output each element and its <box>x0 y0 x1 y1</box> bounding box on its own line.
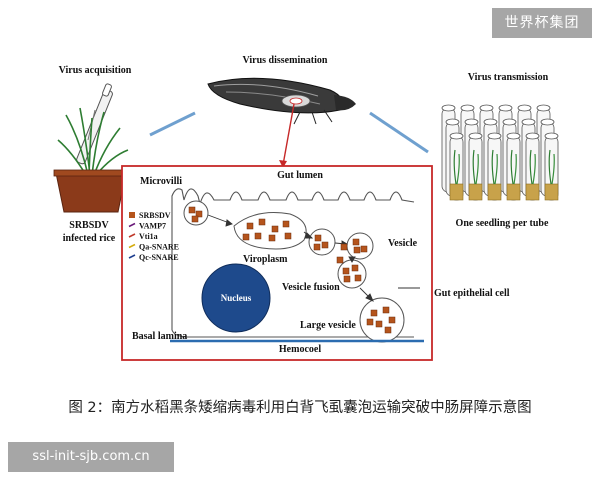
legend-label: VAMP7 <box>139 222 166 231</box>
figure-caption: 图 2：南方水稻黑条矮缩病毒利用白背飞虱囊泡运输突破中肠屏障示意图 <box>0 396 600 417</box>
planthopper-icon <box>208 78 356 124</box>
virion-icon <box>269 235 275 241</box>
virion-icon <box>343 268 349 274</box>
virion-icon <box>247 223 253 229</box>
virion-icon <box>352 265 358 271</box>
virion-icon <box>385 327 391 333</box>
seedling-tube-icon <box>507 133 520 200</box>
large-vesicle-label: Large vesicle <box>300 320 356 331</box>
nucleus-label: Nucleus <box>221 293 252 303</box>
virion-icon <box>344 276 350 282</box>
seedling-tube-icon <box>469 133 482 200</box>
virion-icon <box>322 242 328 248</box>
virion-icon <box>376 321 382 327</box>
seedling-tube-icon <box>450 133 463 200</box>
virion-icon <box>337 257 343 263</box>
seedling-tube-icon <box>526 133 539 200</box>
virion-icon <box>315 235 321 241</box>
seedling-tube-icon <box>488 133 501 200</box>
large-vesicle <box>360 298 404 342</box>
vesicle-label: Vesicle <box>388 238 418 249</box>
virion-icon <box>355 275 361 281</box>
legend-virion-icon <box>129 212 135 218</box>
basal-lamina-label: Basal lamina <box>132 331 187 342</box>
site-url-badge: ssl-init-sjb.com.cn <box>8 442 174 472</box>
virus-acquisition-label: Virus acquisition <box>59 65 132 76</box>
legend-label: SRBSDV <box>139 211 171 220</box>
virion-icon <box>272 226 278 232</box>
virion-icon <box>314 244 320 250</box>
srbsdv-rice-label-2: infected rice <box>63 233 116 244</box>
virion-icon <box>283 221 289 227</box>
virus-transmission-label: Virus transmission <box>468 72 549 83</box>
vesicle-fusing <box>338 260 366 288</box>
virion-icon <box>189 207 195 213</box>
virion-icon <box>383 307 389 313</box>
gut-pointer-line <box>283 104 294 165</box>
virion-icon <box>259 219 265 225</box>
viroplasm-label: Viroplasm <box>243 254 288 265</box>
legend-label: Qc-SNARE <box>139 253 179 262</box>
watermark-logo: 世界杯集团 <box>492 8 592 38</box>
hemocoel-label: Hemocoel <box>279 344 321 355</box>
gut-lumen-label: Gut lumen <box>277 170 323 181</box>
virion-icon <box>192 216 198 222</box>
dissemination-to-transmission-arrow <box>370 113 428 152</box>
acquisition-to-dissemination-arrow <box>150 113 195 135</box>
gut-epithelial-cell-label: Gut epithelial cell <box>434 288 510 299</box>
virion-icon <box>255 233 261 239</box>
virion-icon <box>389 317 395 323</box>
legend-label: Vti1a <box>139 232 158 241</box>
virion-icon <box>285 233 291 239</box>
one-seedling-label: One seedling per tube <box>456 218 549 229</box>
seedling-tube-icon <box>545 133 558 200</box>
seedling-tube-rack <box>442 105 558 200</box>
infected-rice-pot-icon <box>54 108 128 212</box>
srbsdv-rice-label-1: SRBSDV <box>69 220 109 231</box>
microvilli-label: Microvilli <box>140 176 182 187</box>
virion-icon <box>353 239 359 245</box>
virion-icon <box>361 246 367 252</box>
vesicle-fusion-label: Vesicle fusion <box>282 282 340 293</box>
legend-label: Qa-SNARE <box>139 243 179 252</box>
virus-dissemination-label: Virus dissemination <box>243 55 328 66</box>
virion-icon <box>341 244 347 250</box>
virion-icon <box>354 247 360 253</box>
virion-icon <box>371 310 377 316</box>
virion-icon <box>243 234 249 240</box>
virion-icon <box>367 319 373 325</box>
vesicle-2 <box>347 233 373 259</box>
